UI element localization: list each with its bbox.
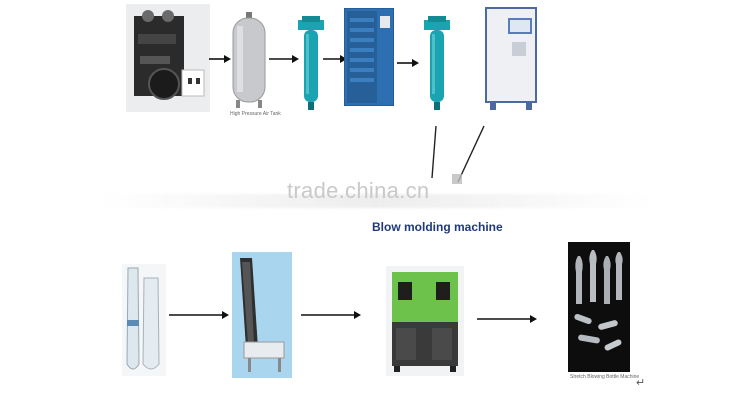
return-glyph: ↵ <box>636 377 646 389</box>
arrow-compressor-to-tank <box>209 55 231 63</box>
diagram-title: Blow molding machine <box>372 220 503 234</box>
arrow-machine-to-bottles <box>477 315 537 323</box>
watermark: trade.china.cn <box>287 178 430 203</box>
tank-caption: High Pressure Air Tank <box>230 111 281 117</box>
pet-bottles-icon <box>568 242 630 372</box>
blow-molding-machine-icon <box>386 266 464 376</box>
arrow-dryer-to-filter <box>397 59 419 67</box>
arrow-loader-to-machine <box>301 311 361 319</box>
chiller-icon <box>484 6 538 110</box>
bottles-caption: Stretch Blowing Bottle Machine <box>570 374 640 380</box>
arrow-preform-to-loader <box>169 311 229 319</box>
filter-icon <box>298 16 324 110</box>
blurred-caption-strip <box>100 194 650 208</box>
connector-lines <box>431 125 485 184</box>
arrow-tank-to-filter <box>269 55 299 63</box>
air-tank-icon <box>228 12 270 112</box>
filter-icon <box>424 16 450 110</box>
air-dryer-icon <box>343 7 395 107</box>
preform-loader-icon <box>232 252 292 378</box>
preform-icon <box>122 264 166 376</box>
compressor-icon <box>126 4 210 112</box>
